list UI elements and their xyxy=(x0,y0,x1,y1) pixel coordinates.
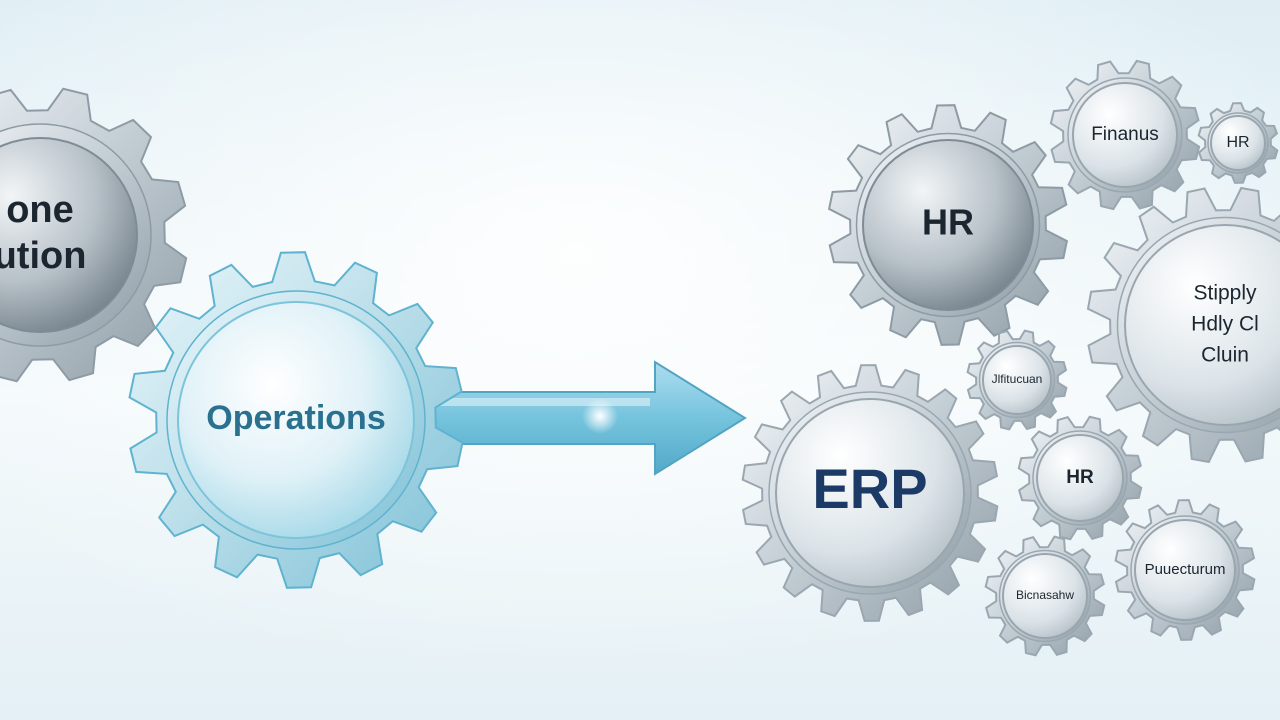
gear-face xyxy=(177,301,415,539)
gear-face xyxy=(1210,115,1266,171)
gear-face xyxy=(1134,519,1236,621)
gear-face xyxy=(775,398,965,588)
gear-erp: ERP xyxy=(741,364,999,622)
gear-label-bicnasahw: Bicnasahw xyxy=(1016,588,1074,602)
gear-bicnasahw: Bicnasahw xyxy=(984,535,1106,657)
gear-finance: Finanus xyxy=(1049,59,1201,211)
gear-label-supply-chain-3: Cluin xyxy=(1201,344,1249,367)
gear-label-one-solution-2: ution xyxy=(0,235,86,277)
gear-label-erp: ERP xyxy=(812,457,927,520)
gear-operations: Operations xyxy=(128,251,464,589)
right-arrow-icon xyxy=(429,360,747,476)
gear-hr-middle: HR xyxy=(1017,415,1143,541)
gear-label-operations: Operations xyxy=(206,399,385,437)
gear-label-jlfitucuan: Jlfitucuan xyxy=(992,372,1043,386)
gear-label-hr-small: HR xyxy=(1226,134,1249,151)
gear-label-supply-chain-1: Stipply xyxy=(1193,282,1257,305)
gear-hr-large: HR xyxy=(827,104,1069,346)
gear-puuecurum: Puuecturum xyxy=(1114,499,1256,641)
gear-face xyxy=(982,345,1052,415)
gear-label-one-solution-1: one xyxy=(6,189,74,231)
gear-label-finance: Finanus xyxy=(1091,124,1159,145)
gear-face xyxy=(1036,434,1124,522)
gear-label-supply-chain-2: Hdly Cl xyxy=(1191,313,1259,336)
gear-face xyxy=(1002,553,1088,639)
gear-face xyxy=(1072,82,1178,188)
gear-face xyxy=(0,137,138,333)
gear-face xyxy=(1124,224,1280,426)
gear-face xyxy=(862,139,1034,311)
gear-label-hr-large: HR xyxy=(922,202,974,243)
gear-label-hr-middle: HR xyxy=(1066,467,1094,488)
gear-label-puuecurum: Puuecturum xyxy=(1145,561,1226,578)
gear-jlfitucuan: Jlfitucuan xyxy=(966,329,1068,431)
gear-hr-small: HR xyxy=(1197,102,1279,184)
